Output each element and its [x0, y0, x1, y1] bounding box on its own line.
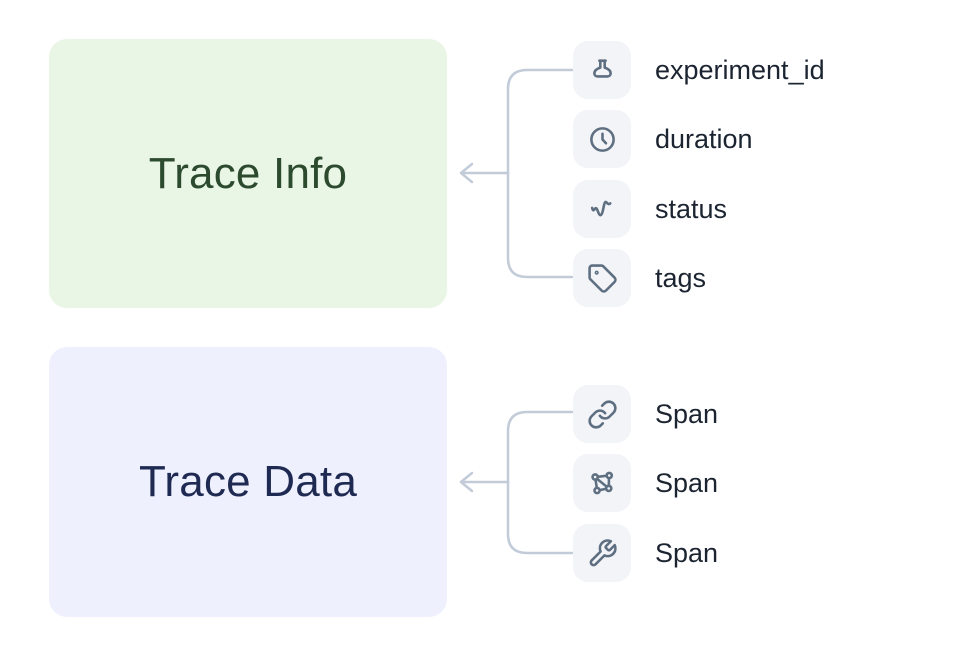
span-label: Span: [655, 467, 719, 498]
icon-tile: [573, 454, 631, 512]
list-item-status: status: [573, 180, 727, 238]
list-item-span-network: Span: [573, 454, 718, 512]
field-label: tags: [655, 262, 707, 293]
list-item-span-wrench: Span: [573, 524, 718, 582]
list-item-experiment-id: experiment_id: [573, 41, 825, 99]
icon-tile: [573, 385, 631, 443]
trace-data-box: Trace Data: [49, 347, 447, 617]
field-label: status: [655, 193, 728, 224]
activity-icon: [590, 200, 612, 216]
network-icon: [590, 471, 613, 494]
link-icon: [587, 399, 617, 429]
clock-icon: [589, 126, 615, 152]
wrench-icon: [589, 538, 617, 566]
icon-tile: [573, 41, 631, 99]
span-label: Span: [655, 537, 719, 568]
list-item-duration: duration: [573, 110, 753, 168]
trace-data-title: Trace Data: [138, 457, 357, 506]
icon-tile: [573, 249, 631, 307]
trace-info-title: Trace Info: [148, 148, 348, 198]
trace-info-bracket: [459, 68, 574, 279]
span-label: Span: [655, 398, 719, 429]
field-label: duration: [655, 123, 753, 154]
flask-icon: [592, 58, 612, 78]
tag-icon: [587, 263, 617, 293]
trace-data-arrowhead: [459, 471, 474, 493]
icon-tile: [573, 524, 631, 582]
list-item-span-link: Span: [573, 385, 718, 443]
icon-tile: [573, 180, 631, 238]
trace-info-box: Trace Info: [49, 39, 447, 308]
list-item-tags: tags: [573, 249, 706, 307]
trace-info-arrowhead: [459, 162, 474, 184]
icon-tile: [573, 110, 631, 168]
trace-data-bracket: [459, 410, 574, 555]
field-label: experiment_id: [655, 54, 825, 85]
